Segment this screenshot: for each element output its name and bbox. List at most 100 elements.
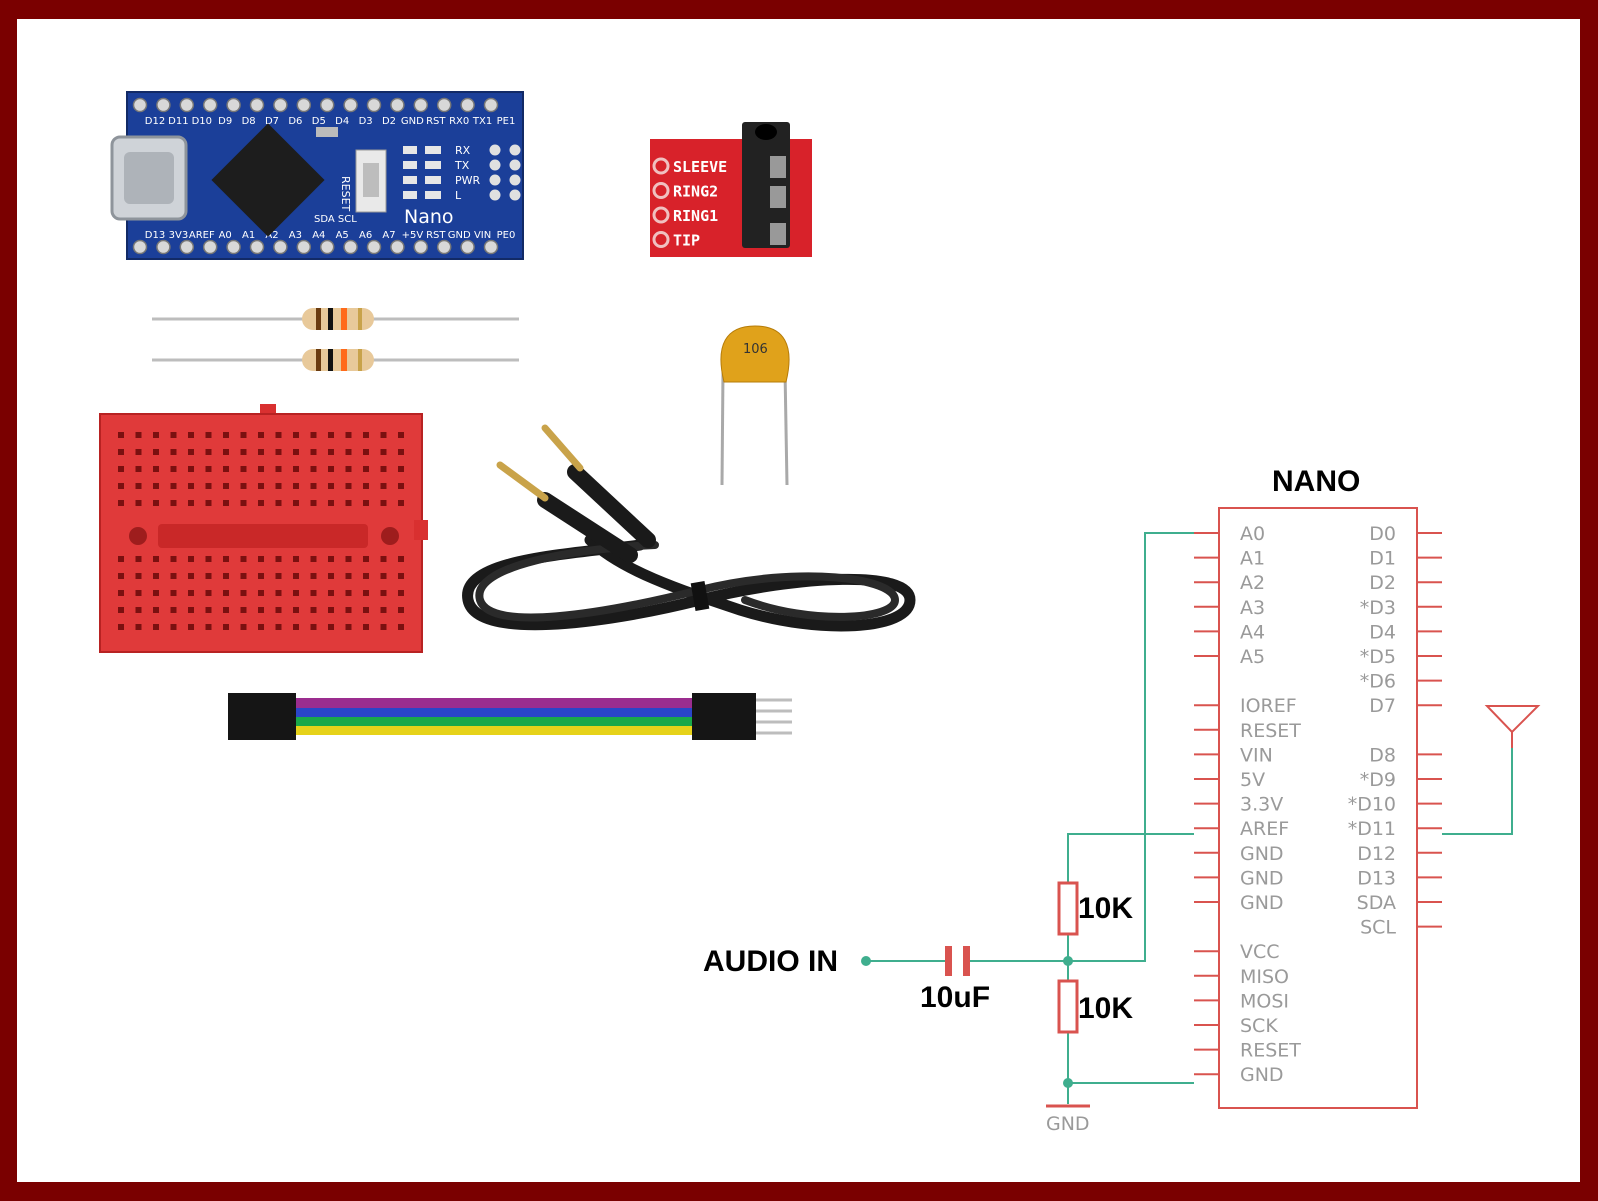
left-pin-label: RESET: [1240, 720, 1301, 742]
nano-bottom-pin-label: 3V3: [169, 230, 189, 241]
breadboard-hole: [293, 590, 299, 596]
breadboard-hole: [258, 573, 264, 579]
breadboard-hole: [205, 449, 212, 455]
breadboard-hole: [380, 590, 387, 596]
breadboard-hole: [380, 483, 387, 489]
jack-pin-hole: [652, 231, 670, 248]
breadboard-hole: [310, 432, 317, 438]
jumper-wire-ribbon: [228, 693, 792, 740]
breadboard-hole: [188, 590, 194, 596]
nano-led-resistor: [425, 191, 441, 199]
breadboard-hole: [118, 624, 124, 630]
breadboard-hole: [258, 466, 264, 472]
breadboard-hole: [293, 500, 299, 506]
breadboard-hole: [223, 624, 229, 630]
breadboard-hole: [293, 607, 299, 613]
nano-pin-hole: [202, 97, 218, 113]
breadboard-hole: [205, 500, 212, 506]
breadboard-hole: [293, 624, 299, 630]
schematic-title: NANO: [1272, 465, 1360, 498]
breadboard-hole: [135, 607, 142, 613]
breadboard-hole: [310, 624, 317, 630]
breadboard-hole: [153, 483, 159, 489]
right-pin-label: D8: [1369, 744, 1396, 766]
left-pin-label: VIN: [1240, 744, 1273, 766]
breadboard-hole: [258, 556, 264, 562]
breadboard-hole: [275, 590, 282, 596]
breadboard-hole: [205, 556, 212, 562]
nano-top-pin-label: D10: [192, 116, 212, 127]
breadboard-hole: [205, 483, 212, 489]
jack-socket: [755, 124, 777, 140]
breadboard-hole: [293, 483, 299, 489]
breadboard-hole: [153, 466, 159, 472]
mini-breadboard: [99, 404, 428, 653]
breadboard-hole: [328, 466, 334, 472]
breadboard-hole: [363, 500, 369, 506]
nano-right-pins: D0D1D2*D3D4*D5*D6D7D8*D9*D10*D11D12D13SD…: [1348, 523, 1442, 939]
breadboard-hole: [328, 432, 334, 438]
nano-pin-hole: [132, 239, 148, 255]
breadboard-hole: [345, 500, 352, 506]
nano-top-pin-label: RST: [426, 116, 446, 127]
resistor-pair: [152, 308, 519, 371]
left-pin-label: IOREF: [1240, 695, 1297, 717]
breadboard-hole: [345, 466, 352, 472]
left-pin-label: GND: [1240, 892, 1284, 914]
breadboard-hole: [135, 466, 142, 472]
nano-top-pin-label: D4: [335, 116, 349, 127]
breadboard-hole: [118, 590, 124, 596]
nano-led-resistor: [425, 146, 441, 154]
breadboard-hole: [328, 607, 334, 613]
breadboard-hole: [118, 466, 124, 472]
nano-led: [403, 191, 417, 199]
nano-pin-hole: [226, 239, 241, 255]
breadboard-hole: [398, 449, 404, 455]
nano-top-pin-label: D12: [145, 116, 165, 127]
breadboard-hole: [240, 449, 247, 455]
breadboard-hole: [275, 432, 282, 438]
resistor-photo: [152, 349, 519, 371]
left-pin-label: A1: [1240, 548, 1265, 570]
breadboard-hole: [310, 500, 317, 506]
jack-pin-hole: [652, 206, 670, 224]
breadboard-hole: [398, 607, 404, 613]
nano-icsp-hole: [489, 189, 501, 201]
breadboard-hole: [205, 590, 212, 596]
nano-pin-hole: [296, 97, 312, 113]
breadboard-hole: [205, 573, 212, 579]
breadboard-hole: [363, 607, 369, 613]
breadboard-hole: [363, 624, 369, 630]
breadboard-hole: [345, 432, 352, 438]
nano-i2c-label: SDA SCL: [314, 214, 357, 225]
breadboard-channel: [158, 524, 368, 548]
breadboard-hole: [398, 573, 404, 579]
breadboard-hole: [310, 590, 317, 596]
nano-icsp-hole: [509, 189, 521, 201]
nano-top-pin-label: TX1: [472, 116, 492, 127]
breadboard-hole: [188, 500, 194, 506]
breadboard-hole: [258, 483, 264, 489]
breadboard-hole: [275, 500, 282, 506]
breadboard-hole: [363, 590, 369, 596]
breadboard-hole: [363, 449, 369, 455]
breadboard-hole: [170, 607, 177, 613]
jack-pin-label: RING1: [673, 207, 718, 225]
jumper-female-header: [228, 693, 296, 740]
microcontroller-chip: [211, 123, 325, 237]
nano-pin-hole: [436, 239, 452, 255]
breadboard-hole: [345, 449, 352, 455]
antenna-symbol: [1484, 705, 1541, 734]
breadboard-hole: [275, 607, 282, 613]
jack-contact: [770, 186, 786, 208]
breadboard-hole: [205, 624, 212, 630]
breadboard-hole: [223, 500, 229, 506]
breadboard-hole: [153, 573, 159, 579]
breadboard-hole: [240, 432, 247, 438]
right-pin-label: *D11: [1348, 818, 1396, 840]
nano-bottom-pin-label: A3: [289, 230, 302, 241]
breadboard-hole: [188, 607, 194, 613]
nano-symbol: [1218, 507, 1418, 1109]
